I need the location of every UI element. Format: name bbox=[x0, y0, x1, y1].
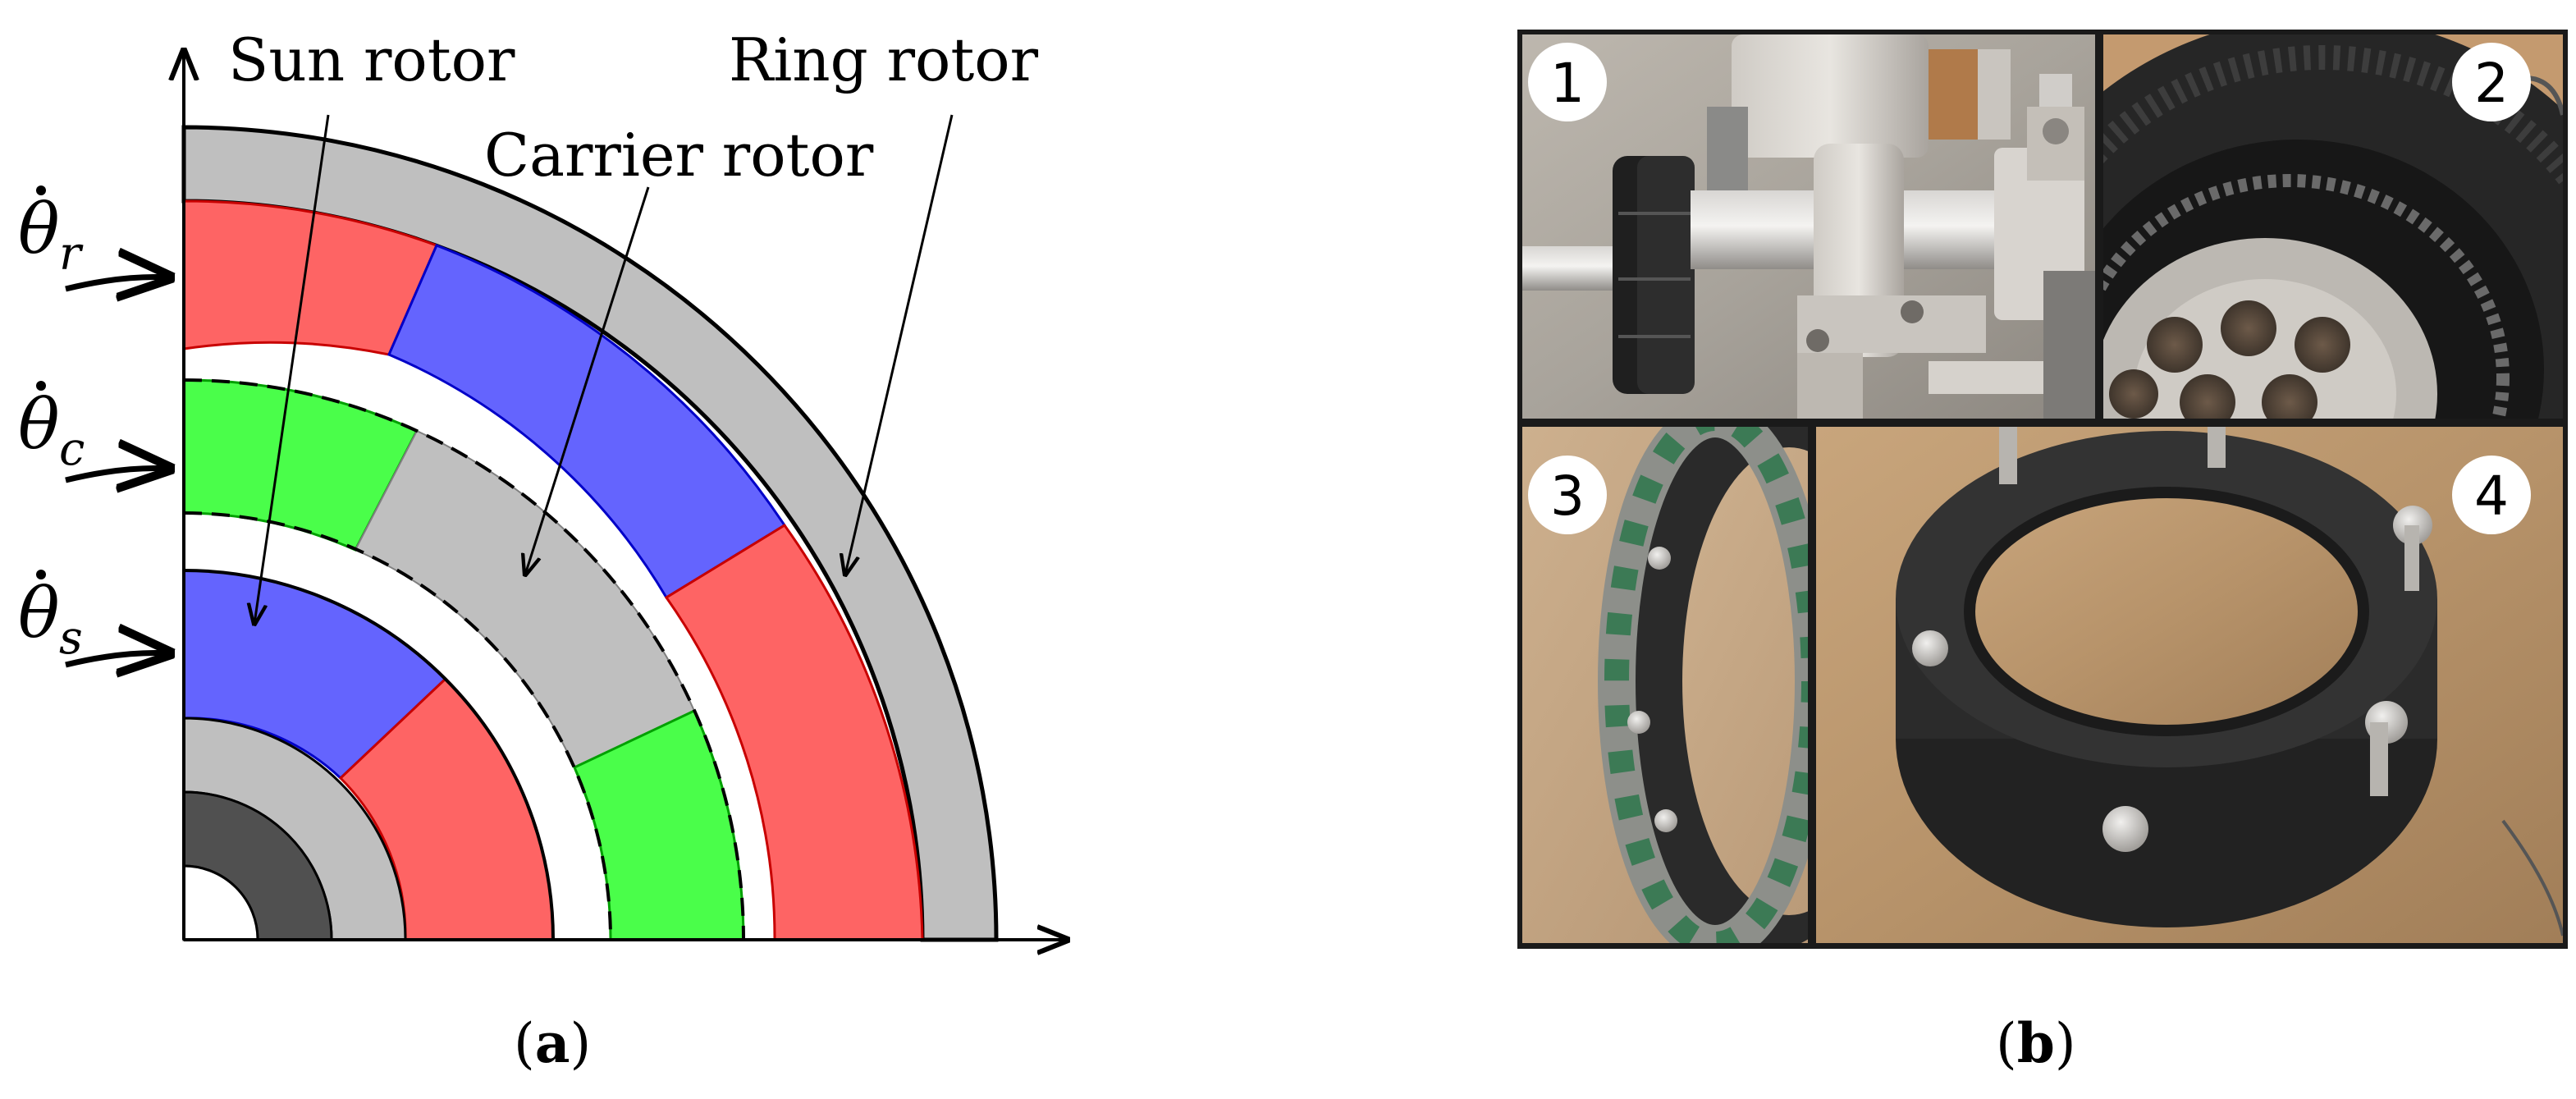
sun-outer-line bbox=[183, 569, 555, 941]
svg-text:3: 3 bbox=[1550, 465, 1585, 528]
svg-text:θ: θ bbox=[18, 573, 60, 653]
sun-rotor-label: Sun rotor bbox=[228, 25, 515, 94]
theta-dot-c: θ c bbox=[18, 381, 85, 476]
badge-3: 3 bbox=[1528, 456, 1607, 534]
photo-1-test-rig bbox=[1522, 34, 2099, 420]
carrier-inner-boundary bbox=[183, 511, 612, 941]
ring-rotor-label: Ring rotor bbox=[729, 25, 1039, 94]
svg-text:4: 4 bbox=[2474, 465, 2509, 528]
bore bbox=[182, 864, 259, 941]
divider-top-vertical bbox=[2095, 30, 2103, 424]
svg-text:c: c bbox=[59, 423, 85, 476]
caption-b: (b) bbox=[1996, 1011, 2076, 1075]
input-arrow-ring bbox=[65, 277, 169, 289]
panel-a-diagram: Sun rotor Carrier rotor Ring rotor θ r θ… bbox=[18, 25, 1067, 1075]
caption-a: (a) bbox=[514, 1011, 591, 1075]
badge-1: 1 bbox=[1528, 43, 1607, 121]
carrier-rotor-label: Carrier rotor bbox=[484, 121, 874, 190]
svg-text:θ: θ bbox=[18, 384, 60, 465]
theta-dot-r: θ r bbox=[18, 185, 84, 281]
badge-4: 4 bbox=[2452, 456, 2531, 534]
photo-4-sun-rotor bbox=[1814, 425, 2563, 943]
sun-rotor-pointer bbox=[254, 114, 330, 624]
ring-rotor-pointer bbox=[845, 114, 954, 575]
photo-2-ring-rotor bbox=[2099, 34, 2563, 420]
input-arrow-sun bbox=[65, 653, 169, 665]
carrier-rotor-pointer bbox=[525, 186, 650, 575]
svg-text:1: 1 bbox=[1550, 52, 1585, 115]
photo-3-carrier-segments bbox=[1522, 425, 1810, 943]
panel-b-photos: 1 2 3 4 (b) bbox=[1517, 30, 2568, 1075]
svg-text:2: 2 bbox=[2474, 52, 2509, 115]
divider-bottom-vertical bbox=[1808, 424, 1816, 949]
svg-text:r: r bbox=[59, 227, 84, 281]
svg-text:s: s bbox=[59, 611, 83, 665]
badge-2: 2 bbox=[2452, 43, 2531, 121]
theta-dot-s: θ s bbox=[18, 570, 83, 665]
svg-text:θ: θ bbox=[18, 189, 60, 269]
divider-horizontal bbox=[1517, 419, 2568, 427]
input-arrow-carrier bbox=[65, 469, 169, 480]
